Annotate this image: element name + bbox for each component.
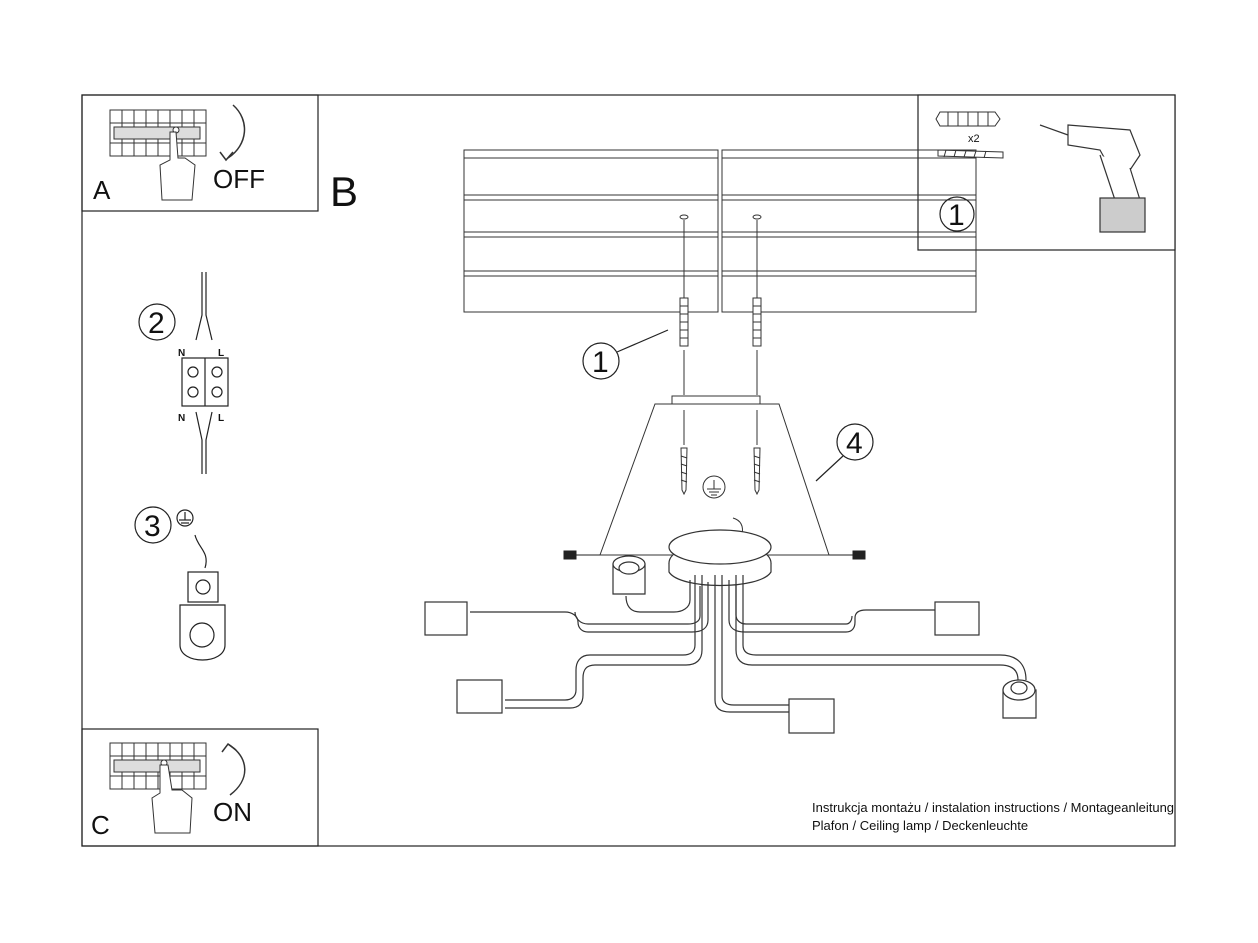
panel-a-letter: A xyxy=(93,175,111,205)
grounding-step: 3 xyxy=(134,506,226,661)
panel-a-state: OFF xyxy=(213,164,265,194)
step-4-circle xyxy=(836,423,874,461)
panel-a: OFF A xyxy=(93,104,265,205)
screw-icon xyxy=(852,550,866,560)
ceiling xyxy=(463,149,977,313)
step-3-number: 3 xyxy=(144,510,161,543)
wall-plug-icon xyxy=(752,297,762,347)
step-4-number: 4 xyxy=(846,427,863,460)
panel-c-letter: C xyxy=(91,810,110,840)
terminal-n-top: N xyxy=(178,348,185,359)
curved-arrow-down-icon xyxy=(227,104,246,159)
screw-icon xyxy=(563,550,577,560)
caption-line-1: Instrukcja montażu / instalation instruc… xyxy=(812,800,1174,815)
lamp-canopy xyxy=(668,529,772,587)
terminal-l-top: L xyxy=(218,348,224,359)
lamp-sockets xyxy=(424,555,1037,734)
step-1-circle xyxy=(582,342,620,380)
tools-step-number: 1 xyxy=(948,199,965,232)
screw-icon xyxy=(937,149,1004,159)
ground-symbol-icon xyxy=(176,509,194,527)
step-1-number: 1 xyxy=(592,346,609,379)
breaker-panel-icon xyxy=(109,109,207,157)
panel-b-letter: B xyxy=(330,168,358,215)
panel-c: ON C xyxy=(91,742,252,840)
panel-c-box xyxy=(81,728,319,847)
step-3-circle xyxy=(134,506,172,544)
curved-arrow-up-icon xyxy=(227,743,246,796)
outer-frame xyxy=(81,94,1176,847)
screw-icon xyxy=(680,447,688,496)
terminal-l-bottom: L xyxy=(218,413,224,424)
wall-plug-icon xyxy=(679,297,689,347)
caption-line-2: Plafon / Ceiling lamp / Deckenleuchte xyxy=(812,818,1028,833)
screw-icon xyxy=(753,447,761,496)
panel-c-state: ON xyxy=(213,797,252,827)
drill-icon xyxy=(1039,124,1146,233)
ground-clamp-icon xyxy=(179,571,226,661)
step-2-circle xyxy=(138,303,176,341)
terminal-block-icon xyxy=(181,357,229,407)
wiring-step: 2 N L N L xyxy=(138,272,229,474)
tools-panel: x2 1 xyxy=(935,111,1146,233)
hand-icon xyxy=(159,131,196,201)
panel-a-box xyxy=(81,94,319,212)
wall-plug-icon xyxy=(935,111,1001,127)
tools-quantity: x2 xyxy=(968,133,980,145)
step-2-number: 2 xyxy=(148,307,165,340)
terminal-n-bottom: N xyxy=(178,413,185,424)
lamp-arms xyxy=(470,575,1027,713)
ground-symbol-icon xyxy=(702,475,743,536)
tools-step-circle xyxy=(939,196,975,232)
hand-icon xyxy=(151,764,193,834)
